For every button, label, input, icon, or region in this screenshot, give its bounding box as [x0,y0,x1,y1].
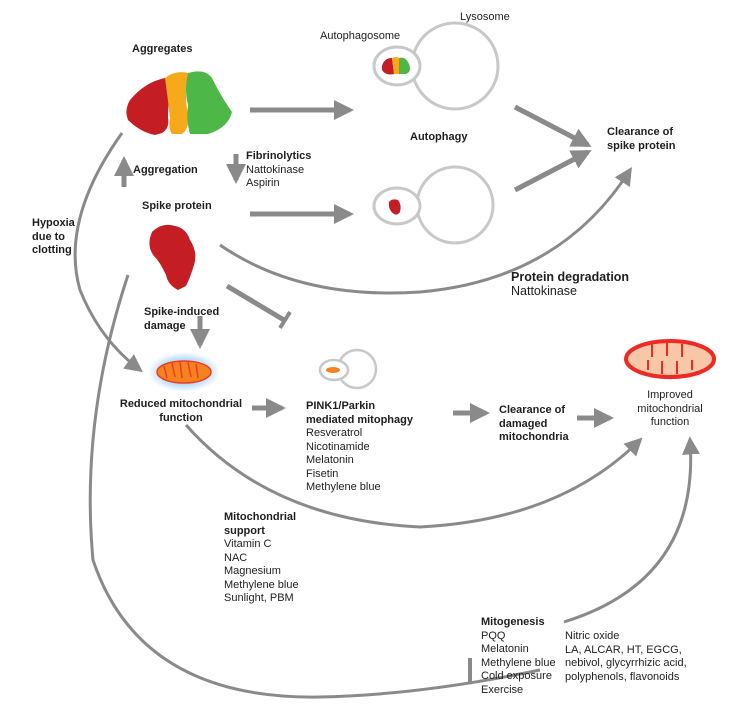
spike-damage-line: damage [144,319,186,332]
mitogenesis-extra-item: Nitric oxide [565,630,620,642]
mitophagy-item: Methylene blue [306,481,381,493]
clearance-mito-line: damaged [499,417,548,430]
aggregation-label: Aggregation [133,164,198,176]
clearance-spike-label: Clearance of spike protein [607,126,675,153]
spike-protein-icon [149,224,196,290]
mitogenesis-extra-item: nebivol, glycyrrhizic acid, [565,657,687,669]
mitophagy-item: Fisetin [306,467,339,480]
curve-spike-to-clearance [219,166,632,295]
improved-mito-line: Improved [647,389,693,401]
arrow-mid-to-clearance [513,149,592,193]
spike-damage-label: Spike-induced damage [144,306,219,333]
hypoxia-line: due to [32,230,65,243]
mito-support-block: Mitochondrial support Vitamin C NAC Magn… [224,511,299,606]
clearance-spike-line: spike protein [607,139,676,152]
mitophagy-item: Melatonin [306,454,354,466]
lysosome-label: Lysosome [460,11,510,23]
spike-damage-line: Spike-induced [144,306,220,318]
inhibit-bar [278,310,292,330]
mitophagy-vesicle-icon [318,348,378,390]
fibrinolytics-item: Nattokinase [246,163,305,176]
reduced-mito-line: Reduced mitochondrial [119,398,243,410]
mitogenesis-item: Exercise [481,683,524,696]
fibrinolytics-title: Fibrinolytics [246,150,312,162]
improved-mito-line: function [650,416,690,428]
curve-reduced-to-improved [184,424,643,529]
mitogenesis-item: Melatonin [481,643,529,655]
reduced-mito-label: Reduced mitochondrial function [116,398,246,425]
arrow-top-to-clearance [513,104,592,148]
mitogenesis-extra-block: Nitric oxide LA, ALCAR, HT, EGCG, nebivo… [565,630,687,684]
clearance-spike-line: Clearance of [607,126,674,138]
clearance-mito-label: Clearance of damaged mitochondria [499,404,569,445]
curve-hypoxia [73,132,143,373]
improved-mito-label: Improved mitochondrial function [620,389,720,430]
clearance-mito-line: mitochondria [499,431,569,443]
spike-protein-label: Spike protein [142,200,212,212]
autophagosome-lysosome-top-icon [372,21,500,111]
mitophagy-block: PINK1/Parkin mediated mitophagy Resverat… [306,400,413,495]
damaged-mitochondrion-icon [148,352,220,392]
fibrinolytics-block: Fibrinolytics Nattokinase Aspirin [246,150,311,191]
aggregates-icon [126,71,232,135]
hypoxia-label: Hypoxia due to clotting [32,217,75,258]
mitogenesis-extra-item: polyphenols, flavonoids [565,670,680,683]
mito-support-item: Vitamin C [224,538,272,550]
mitogenesis-item: PQQ [481,629,506,642]
mitogenesis-extra-item: LA, ALCAR, HT, EGCG, [565,643,682,656]
mito-support-title: support [224,524,265,537]
aggregates-label: Aggregates [132,43,193,55]
mito-support-item: Methylene blue [224,578,299,591]
mito-support-item: Magnesium [224,565,281,577]
autophagosome-label: Autophagosome [320,30,401,42]
improved-mito-line: mitochondrial [637,402,703,415]
autophagosome-lysosome-mid-icon [372,165,495,245]
protein-degradation-title: Protein degradation [511,270,630,284]
mito-support-item: Sunlight, PBM [224,592,294,604]
curve-spike-to-mitogenesis [88,274,541,699]
mitophagy-title: mediated mitophagy [306,413,413,426]
mito-support-title: Mitochondrial [224,511,297,523]
mitophagy-item: Resveratrol [306,427,363,439]
healthy-mitochondrion-icon [624,339,716,379]
fibrinolytics-item: Aspirin [246,177,280,189]
hypoxia-line: Hypoxia [32,217,75,229]
protein-degradation-item: Nattokinase [511,284,578,298]
mitophagy-item: Nicotinamide [306,440,370,453]
reduced-mito-line: function [159,411,203,424]
hypoxia-line: clotting [32,244,72,256]
mitogenesis-title: Mitogenesis [481,616,545,628]
mitogenesis-item: Methylene blue [481,656,556,669]
mitogenesis-block: Mitogenesis PQQ Melatonin Methylene blue… [481,616,556,697]
mitogenesis-item: Cold exposure [481,670,552,682]
autophagy-label: Autophagy [410,131,468,143]
mito-support-item: NAC [224,551,248,564]
clearance-mito-line: Clearance of [499,404,566,416]
protein-degradation-block: Protein degradation Nattokinase [511,270,629,298]
inhibit-spike-to-mitophagy [225,283,286,323]
mitophagy-title: PINK1/Parkin [306,400,376,412]
curve-mitogenesis-to-improved [563,436,700,624]
